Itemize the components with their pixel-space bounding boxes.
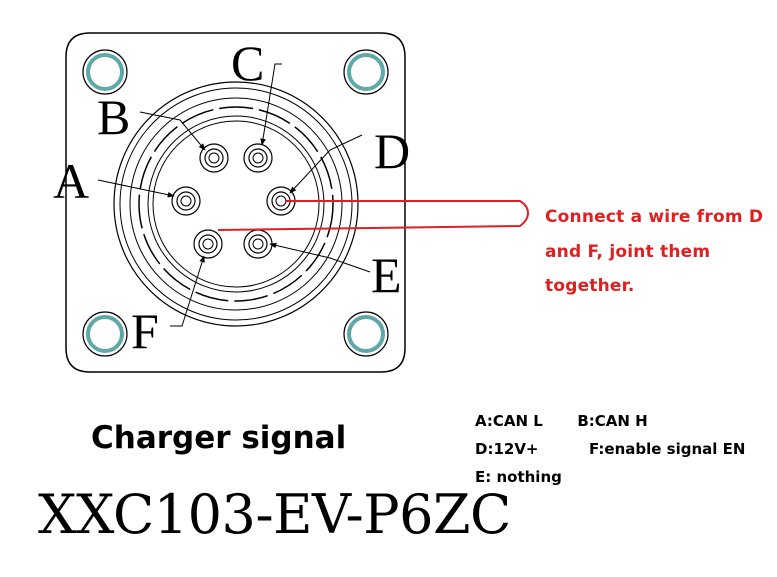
- leader-a: [97, 179, 175, 198]
- legend-row-3: E: nothing: [475, 468, 562, 486]
- wiring-note-line: and F, joint them: [545, 241, 711, 262]
- pin-label-c: C: [231, 35, 264, 91]
- leader-c: [260, 63, 282, 146]
- wiring-note-line: Connect a wire from D: [545, 207, 764, 227]
- legend-e: E: nothing: [475, 468, 562, 486]
- pin-label-d: D: [374, 123, 410, 179]
- legend-a: A:CAN L: [475, 412, 543, 430]
- part-number: XXC103-EV-P6ZC: [38, 483, 511, 546]
- mounting-hole-bottom-left: [82, 311, 128, 357]
- pin-e: [243, 229, 273, 259]
- pin-b: [199, 143, 229, 173]
- pin-label-e: E: [371, 247, 402, 303]
- pin-label-f: F: [131, 303, 159, 359]
- pin-label-b: B: [97, 89, 130, 145]
- jumper-wire: [217, 200, 530, 231]
- connector-body: [113, 81, 359, 327]
- wiring-note-line: together.: [545, 276, 635, 296]
- mounting-hole-bottom-right: [343, 311, 389, 357]
- legend-row-2: D:12V+ F:enable signal EN: [475, 440, 745, 458]
- legend-b: B:CAN H: [577, 412, 648, 430]
- leader-d: [289, 134, 363, 194]
- pin-label-a: A: [53, 153, 89, 209]
- leader-f: [170, 255, 205, 327]
- leader-e: [269, 242, 371, 273]
- mounting-hole-top-left: [82, 49, 128, 95]
- leader-b: [139, 111, 206, 151]
- pin-f: [193, 229, 223, 259]
- connector-flange: [65, 32, 406, 373]
- pin-c: [243, 143, 273, 173]
- diagram-title: Charger signal: [91, 420, 347, 456]
- legend-f: F:enable signal EN: [588, 440, 746, 458]
- mounting-hole-top-right: [343, 49, 389, 95]
- legend-row-1: A:CAN L B:CAN H: [475, 412, 648, 430]
- wiring-note: Connect a wire from D and F, joint them …: [545, 200, 775, 304]
- legend-d: D:12V+: [475, 440, 539, 458]
- pin-a: [171, 186, 201, 216]
